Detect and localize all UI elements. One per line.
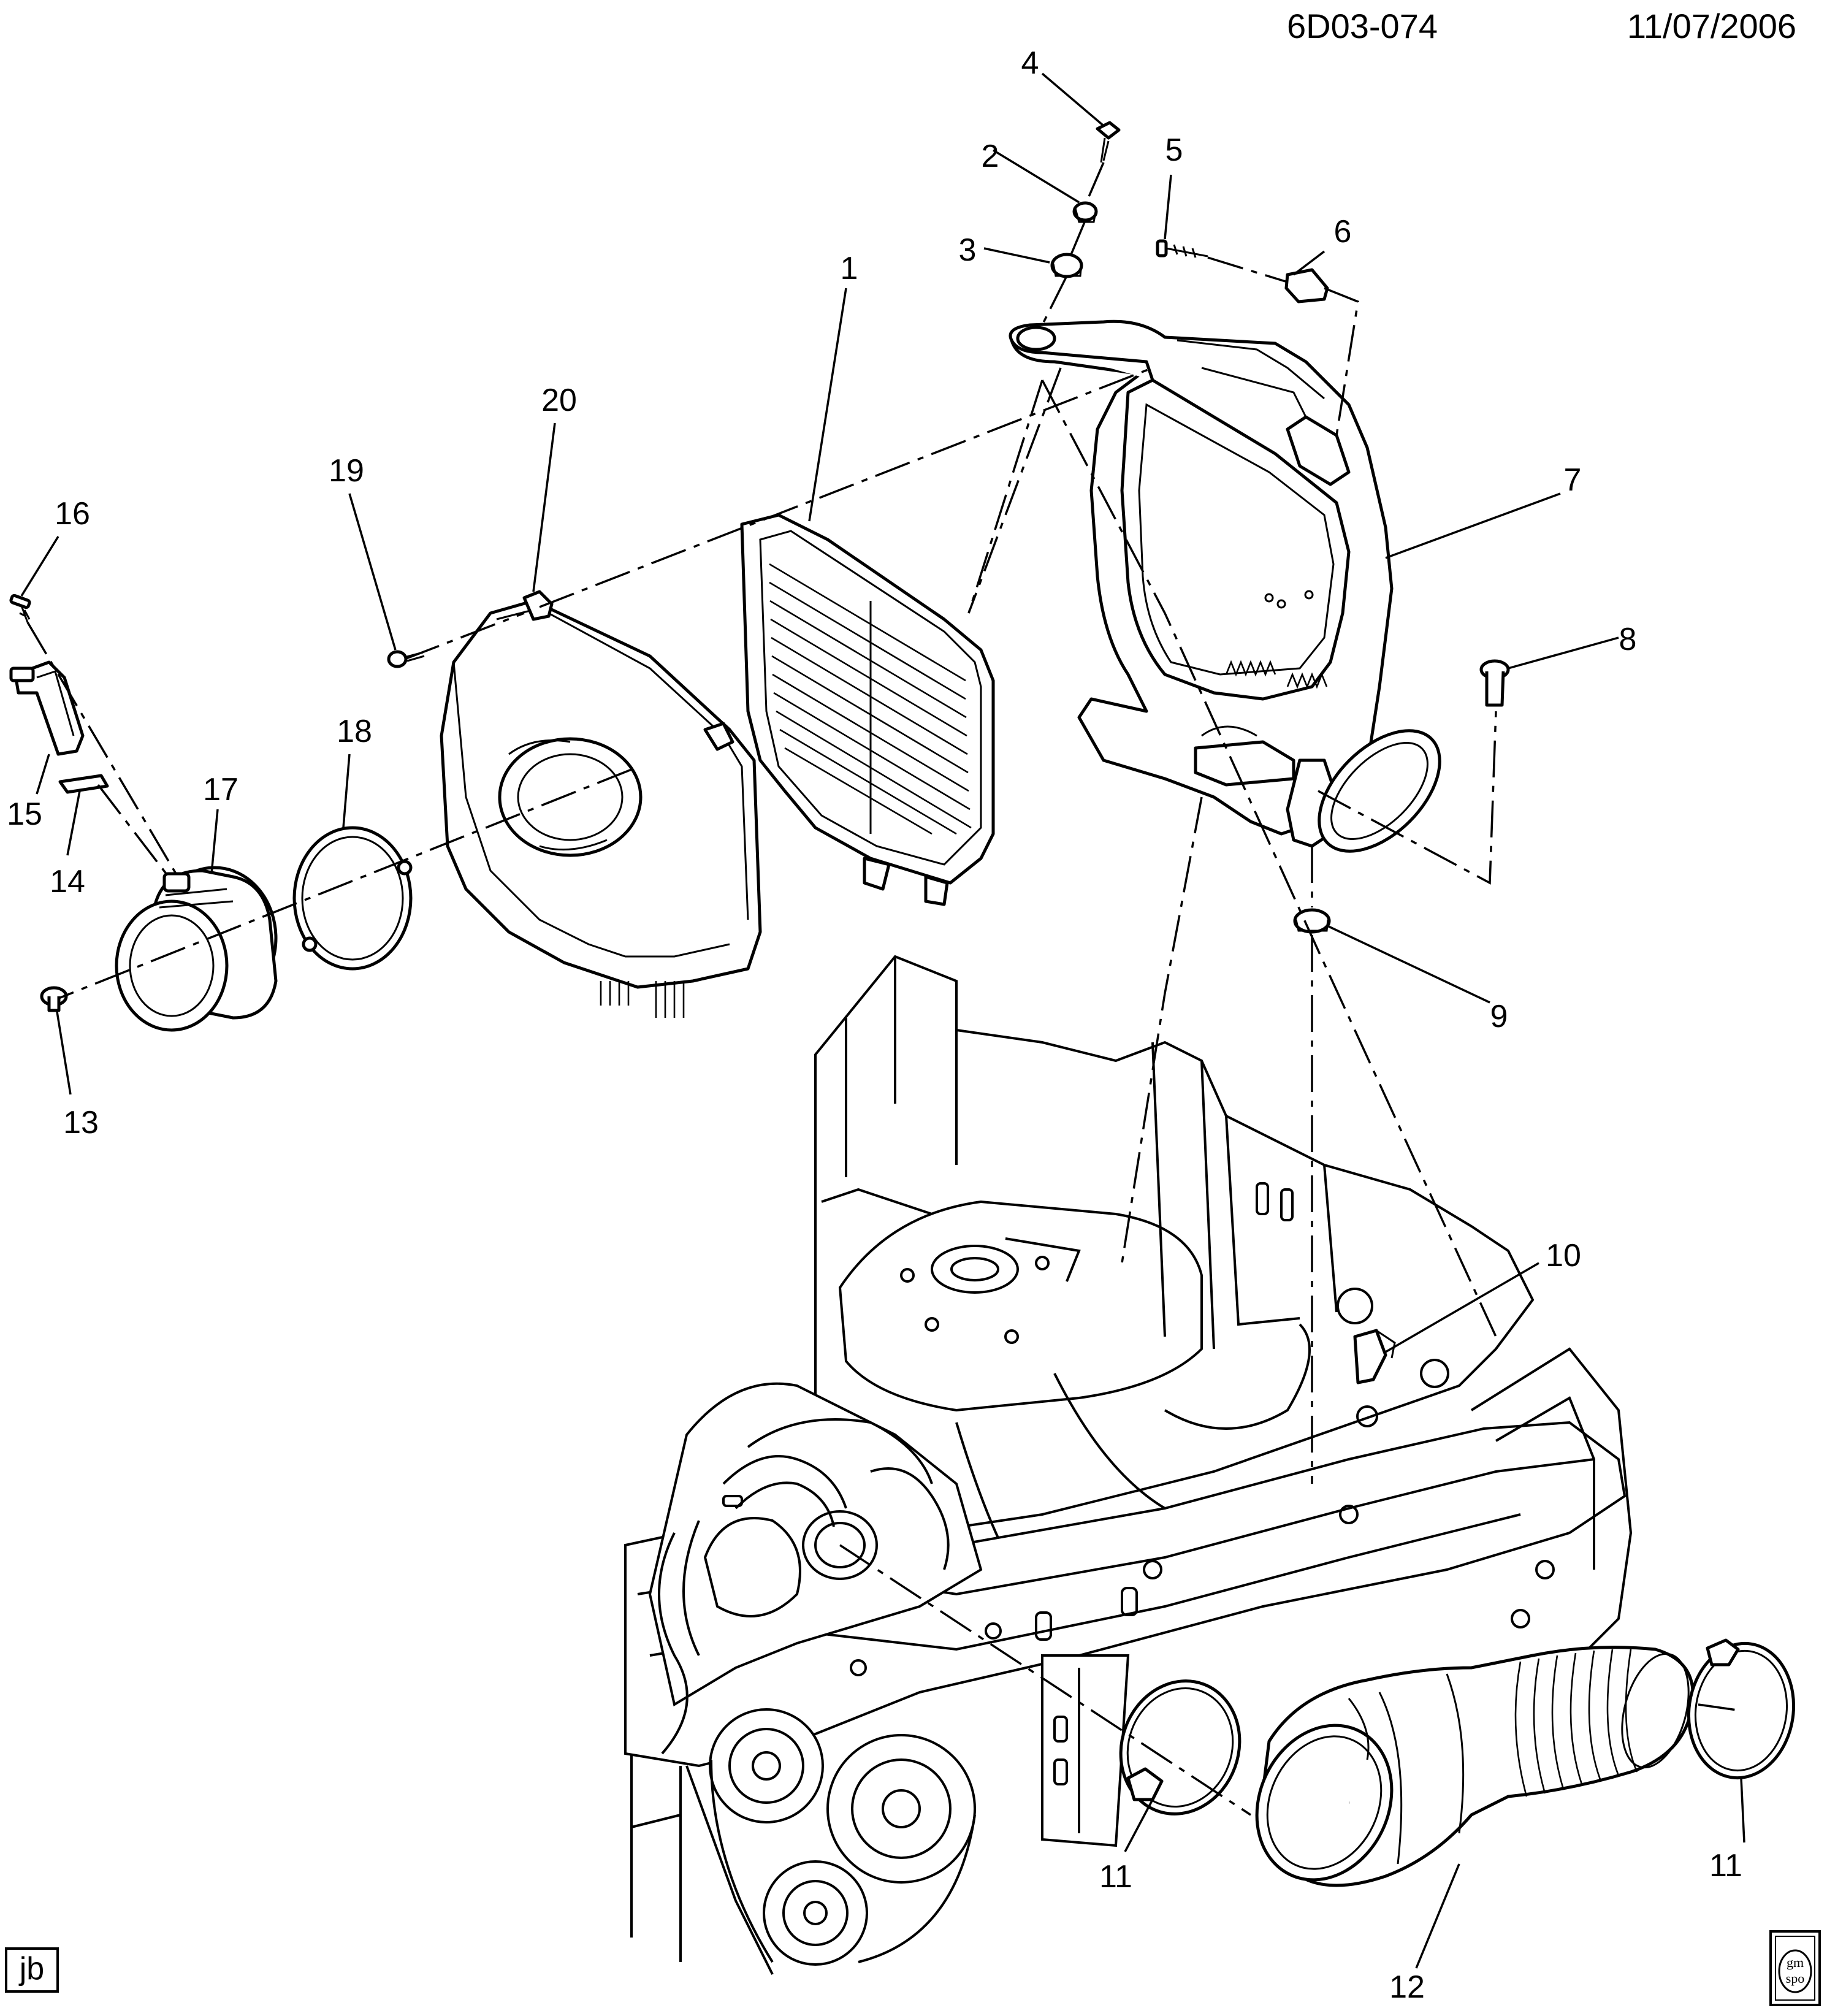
author-box: jb	[5, 1947, 59, 1993]
callout-labels: 1 2 3 4 5 6 7 8 9 10 11 11 12 13 14 15 1…	[7, 45, 1742, 2005]
author-initials: jb	[18, 1951, 44, 1987]
vehicle-frame-structure	[624, 955, 1633, 1975]
bolt-4	[1096, 121, 1121, 163]
logo-top-text: gm	[1787, 1955, 1804, 1970]
grommet-3	[1050, 253, 1083, 278]
air-cleaner-upper-cover	[440, 590, 762, 1018]
grommet-9	[1293, 908, 1331, 934]
hose-clamp-right	[1687, 1638, 1796, 1780]
callout-3: 3	[959, 232, 977, 268]
air-filter-element	[740, 513, 995, 906]
engine-assembly	[648, 1382, 983, 1966]
bushing-2	[1072, 201, 1098, 223]
maf-sensor-screw	[9, 594, 31, 623]
hose-clamp-left	[1119, 1679, 1242, 1816]
callout-15: 15	[7, 796, 42, 832]
intake-duct-12	[1255, 1646, 1695, 1887]
bolt-5	[1156, 239, 1208, 258]
logo-bottom-text: spo	[1786, 1971, 1805, 1986]
callout-13: 13	[63, 1105, 99, 1140]
retainer-6	[1284, 268, 1329, 304]
callout-10: 10	[1546, 1238, 1581, 1273]
callout-11-left: 11	[1099, 1859, 1132, 1895]
clip-10	[1353, 1329, 1396, 1384]
leader-lines	[20, 72, 1745, 1969]
drawing-id: 6D03-074	[1287, 7, 1438, 45]
assembly-lines	[26, 162, 1742, 1816]
drawing-date: 11/07/2006	[1627, 7, 1796, 45]
push-pin-8	[1479, 659, 1510, 707]
housing-clamp-screw	[40, 986, 68, 1012]
filter-pleats	[769, 563, 972, 835]
callout-18: 18	[337, 714, 372, 749]
callout-14: 14	[50, 864, 85, 899]
gm-spo-logo: gm spo	[1769, 1930, 1821, 2006]
air-cleaner-lower-housing	[1009, 319, 1441, 853]
maf-sensor	[9, 660, 85, 756]
callout-16: 16	[55, 496, 90, 532]
callout-6: 6	[1334, 214, 1352, 250]
callout-19: 19	[329, 453, 364, 489]
mass-airflow-housing	[115, 866, 278, 1032]
callout-17: 17	[203, 772, 238, 808]
callout-8: 8	[1619, 622, 1637, 657]
intake-seal-ring	[292, 826, 413, 971]
callout-4: 4	[1021, 45, 1039, 81]
callout-1: 1	[841, 251, 858, 286]
callout-20: 20	[541, 383, 577, 418]
callout-5: 5	[1165, 132, 1183, 168]
callout-9: 9	[1490, 999, 1508, 1034]
callout-7: 7	[1564, 462, 1582, 498]
callout-11-right: 11	[1709, 1848, 1742, 1884]
callout-2: 2	[982, 139, 999, 174]
sensor-seal	[58, 774, 109, 794]
callout-12: 12	[1389, 1969, 1425, 2005]
